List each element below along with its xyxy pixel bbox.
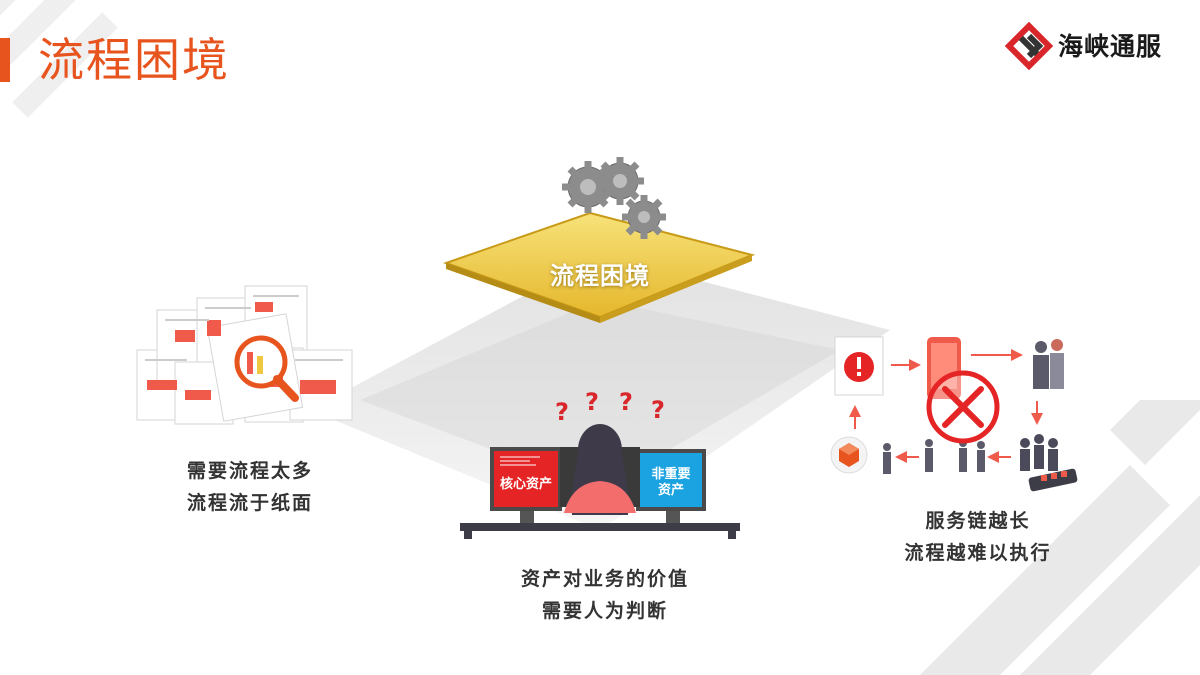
title-accent-bar	[0, 38, 10, 82]
right-caption-line1: 服务链越长	[925, 510, 1031, 532]
documents-magnifier-icon	[136, 285, 353, 425]
company-logo-text: 海峡通服	[1058, 32, 1163, 61]
question-mark: ?	[619, 388, 633, 416]
right-caption: 服务链越长 流程越难以执行	[868, 505, 1088, 569]
center-label: 流程困境	[550, 262, 650, 290]
company-logo-icon	[1005, 22, 1053, 70]
service-chain-diagram	[830, 336, 1078, 492]
core-asset-label: 核心资产	[499, 477, 552, 492]
gears-icon	[562, 157, 666, 239]
left-caption-line1: 需要流程太多	[186, 460, 313, 482]
page-title: 流程困境	[38, 33, 230, 87]
watermark-top-left	[0, 0, 118, 118]
question-mark: ?	[555, 398, 569, 426]
noncore-asset-line2: 资产	[657, 483, 684, 498]
question-mark: ?	[585, 388, 599, 416]
middle-caption-line2: 需要人为判断	[541, 600, 668, 622]
noncore-asset-line1: 非重要	[651, 467, 691, 482]
middle-caption: 资产对业务的价值 需要人为判断	[480, 563, 730, 627]
watermark-bottom-right	[920, 400, 1200, 675]
question-mark: ?	[651, 396, 665, 424]
desk-scene	[460, 424, 740, 539]
middle-caption-line1: 资产对业务的价值	[520, 568, 689, 590]
process-plate	[442, 211, 756, 323]
diamond-floor	[310, 255, 890, 530]
left-caption: 需要流程太多 流程流于纸面	[150, 455, 350, 519]
right-caption-line2: 流程越难以执行	[904, 542, 1052, 564]
question-marks: ? ? ? ?	[555, 388, 675, 428]
noncore-asset-label: 非重要 资产	[640, 467, 702, 499]
left-caption-line2: 流程流于纸面	[186, 492, 313, 514]
